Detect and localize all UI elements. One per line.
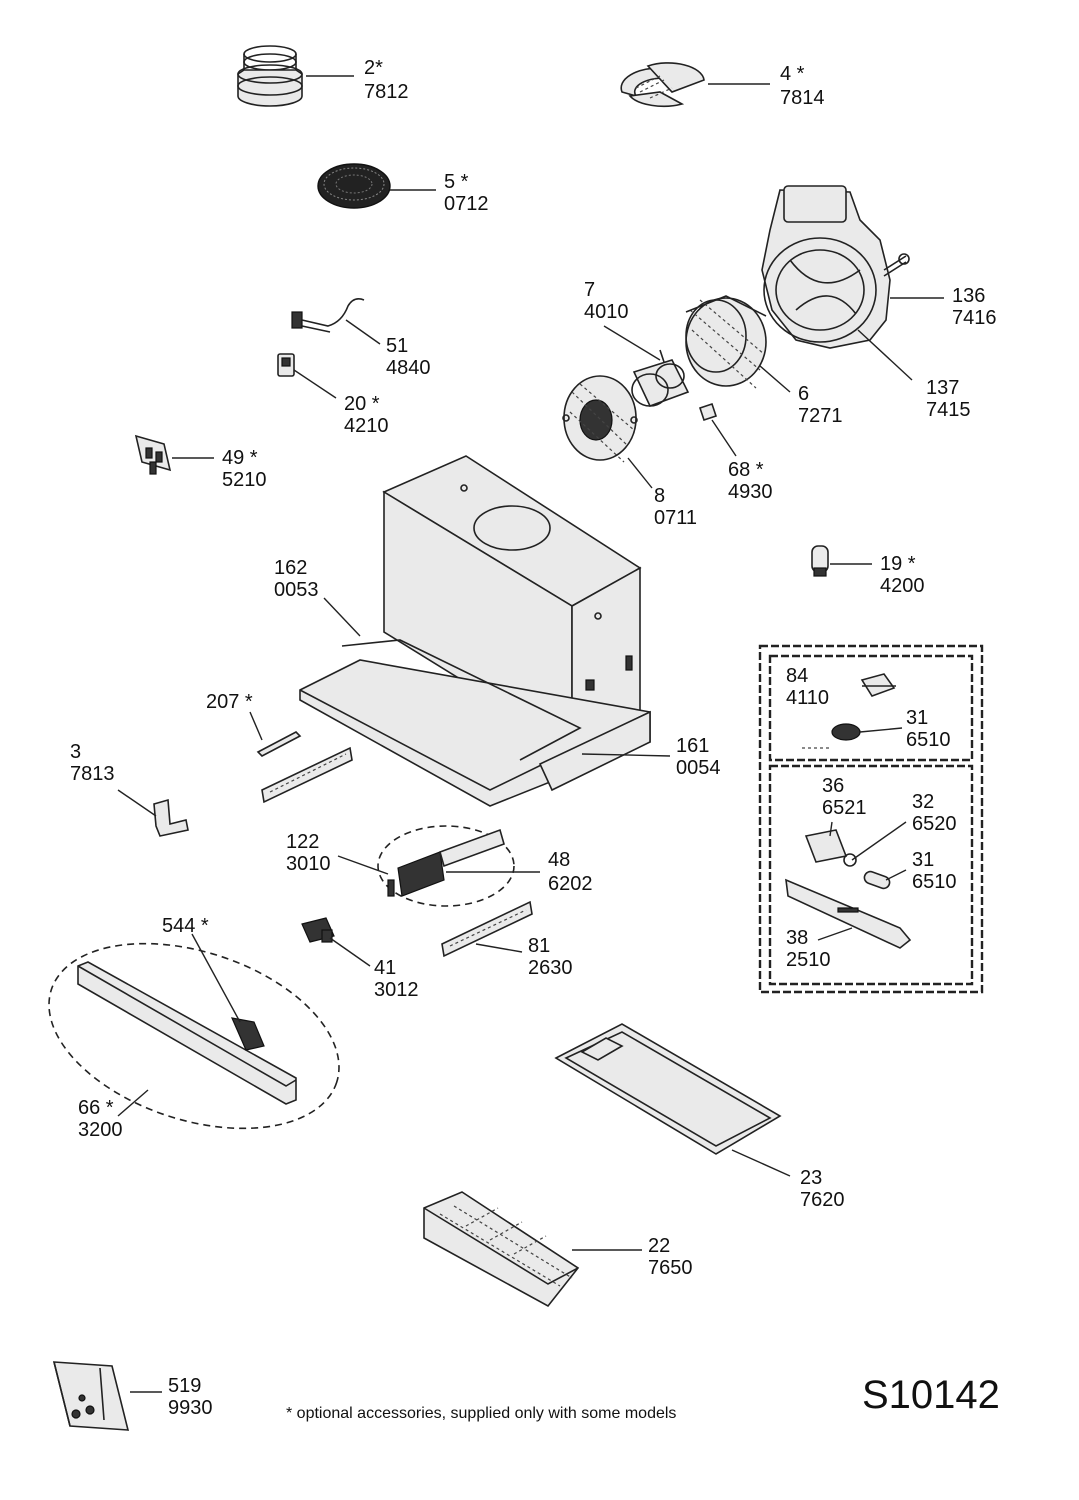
label-number: 81 — [528, 935, 550, 957]
label-number: 31 — [906, 707, 928, 729]
part-136-137-fan-housing-drawing — [761, 185, 910, 349]
part-207-rail-drawing — [256, 731, 353, 804]
label-number: 207 * — [206, 691, 253, 713]
label-code: 7814 — [780, 87, 825, 109]
label-code: 0054 — [676, 757, 721, 779]
inset-frame-lamp-parts — [758, 644, 984, 994]
label-code: 0711 — [654, 507, 697, 529]
label-code: 7650 — [648, 1257, 693, 1279]
label-code: 4010 — [584, 301, 629, 323]
label-number: 8 — [654, 485, 665, 507]
label-code: 2510 — [786, 949, 831, 971]
label-number: 19 * — [880, 553, 916, 575]
part-20-connector-drawing — [277, 353, 295, 377]
label-code: 4840 — [386, 357, 431, 379]
footnote: * optional accessories, supplied only wi… — [286, 1405, 676, 1422]
label-number: 519 — [168, 1375, 201, 1397]
label-number: 41 — [374, 957, 396, 979]
label-number: 161 — [676, 735, 709, 757]
label-number: 5 * — [444, 171, 469, 193]
part-49-switch-board-drawing — [134, 434, 172, 475]
label-number: 122 — [286, 831, 319, 853]
part-22-filter-tray-drawing — [423, 1191, 580, 1308]
label-number: 137 — [926, 377, 959, 399]
label-number: 68 * — [728, 459, 764, 481]
label-number: 51 — [386, 335, 408, 357]
label-number: 36 — [822, 775, 844, 797]
part-23-grease-filter-drawing — [554, 1023, 782, 1155]
label-number: 3 — [70, 741, 81, 763]
part-122-48-control-board-drawing — [377, 825, 515, 907]
part-labels: 2* 7812 4 * 7814 5 * 0712 136 7416 137 7… — [70, 57, 997, 1419]
label-number: 7 — [584, 279, 595, 301]
label-number: 31 — [912, 849, 934, 871]
label-number: 4 * — [780, 63, 805, 85]
leader-lines — [117, 75, 944, 1393]
label-code: 6510 — [912, 871, 957, 893]
part-6-fan-wheel-drawing — [685, 295, 767, 389]
label-number: 544 * — [162, 915, 209, 937]
label-number: 20 * — [344, 393, 380, 415]
part-81-rail-drawing — [441, 900, 533, 958]
label-number: 48 — [548, 849, 570, 871]
label-code: 7813 — [70, 763, 115, 785]
label-code: 3010 — [286, 853, 331, 875]
label-code: 6510 — [906, 729, 951, 751]
part-3-bracket-drawing — [153, 798, 189, 837]
part-519-accessory-bag-drawing — [52, 1361, 130, 1431]
label-code: 4930 — [728, 481, 773, 503]
label-code: 5210 — [222, 469, 267, 491]
label-code: 2630 — [528, 957, 573, 979]
part-8-motor-support-drawing — [562, 375, 638, 463]
part-41-clip-drawing — [301, 917, 335, 943]
part-51-cable-drawing — [291, 298, 365, 333]
label-number: 6 — [798, 383, 809, 405]
label-code: 7416 — [952, 307, 997, 329]
label-code: 3012 — [374, 979, 419, 1001]
part-2-duct-connector-drawing — [237, 45, 303, 107]
diagram-code: S10142 — [862, 1373, 1000, 1417]
label-code: 7415 — [926, 399, 971, 421]
label-code: 7620 — [800, 1189, 845, 1211]
part-4-valve-flaps-drawing — [620, 62, 705, 108]
label-number: 136 — [952, 285, 985, 307]
label-code: 6202 — [548, 873, 593, 895]
label-code: 4200 — [880, 575, 925, 597]
label-code: 6520 — [912, 813, 957, 835]
part-7-motor-drawing — [631, 349, 690, 408]
label-code: 6521 — [822, 797, 867, 819]
label-code: 7812 — [364, 81, 409, 103]
label-code: 4210 — [344, 415, 389, 437]
part-162-161-hood-body-drawing — [299, 455, 651, 807]
label-number: 22 — [648, 1235, 670, 1257]
part-5-carbon-filter-drawing — [317, 163, 391, 209]
label-code: 3200 — [78, 1119, 123, 1141]
part-66-544-front-profile-drawing — [48, 942, 340, 1130]
label-number: 2* — [364, 57, 383, 79]
label-number: 38 — [786, 927, 808, 949]
label-number: 32 — [912, 791, 934, 813]
label-number: 84 — [786, 665, 808, 687]
label-code: 9930 — [168, 1397, 213, 1419]
part-19-lamp-drawing — [811, 545, 829, 577]
part-68-knob-drawing — [698, 402, 718, 422]
label-number: 66 * — [78, 1097, 114, 1119]
label-code: 0712 — [444, 193, 489, 215]
label-code: 7271 — [798, 405, 843, 427]
label-code: 0053 — [274, 579, 319, 601]
label-number: 162 — [274, 557, 307, 579]
label-number: 23 — [800, 1167, 822, 1189]
label-number: 49 * — [222, 447, 258, 469]
label-code: 4110 — [786, 687, 829, 709]
